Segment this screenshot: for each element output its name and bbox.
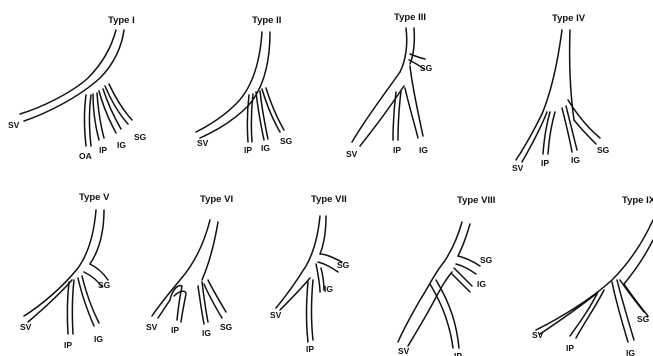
type-3-panel: Type III SG SV IP IG — [346, 12, 433, 159]
type-6-sv-inner-wall — [158, 300, 170, 318]
type-7-ig-label: IG — [324, 284, 333, 294]
type-1-sg-label: SG — [134, 132, 147, 142]
type-5-panel: Type V SG SV IP IG — [20, 192, 111, 350]
type-5-sg-label: SG — [98, 280, 111, 290]
type-9-trunk-wall — [536, 220, 653, 330]
type-7-trunk-wall — [276, 216, 320, 308]
type-5-sv-inner-wall — [28, 280, 72, 322]
type-9-panel: Type IX SV IP IG SG — [532, 195, 653, 356]
type-5-ip-label: IP — [64, 340, 72, 350]
type-9-ip-label: IP — [566, 343, 574, 353]
type-4-ig-branch — [566, 106, 577, 150]
type-4-sv-label: SV — [512, 163, 524, 173]
type-8-crossing-vessel — [398, 262, 444, 342]
type-6-trunk-wall — [152, 220, 210, 316]
type-9-title: Type IX — [622, 195, 653, 206]
type-7-ip-label: IP — [306, 344, 314, 354]
type-5-ip-branch — [67, 282, 69, 334]
type-2-sg-label: SG — [280, 136, 293, 146]
type-1-oa-label: OA — [79, 151, 92, 161]
type-8-ig-branch — [454, 268, 472, 286]
type-6-title: Type VI — [200, 194, 233, 205]
type-8-title: Type VIII — [457, 195, 495, 206]
type-1-panel: Type I SV OA IP IG SG — [8, 15, 147, 161]
type-1-oa-branch — [85, 95, 87, 146]
type-1-ig-branch — [103, 89, 121, 129]
type-3-ig-branch — [410, 66, 423, 136]
type-2-ip-branch — [251, 94, 253, 142]
type-2-panel: Type II SV IP IG SG — [196, 15, 293, 155]
type-6-ig-label: IG — [202, 328, 211, 338]
type-8-sv-label: SV — [398, 346, 410, 356]
type-4-title: Type IV — [552, 13, 586, 24]
type-5-ig-label: IG — [94, 334, 103, 344]
type-7-panel: Type VII SG IG SV IP — [270, 194, 350, 354]
type-1-oa-branch — [90, 95, 92, 146]
type-8-ip-branch — [430, 284, 453, 348]
type-9-sv-inner-wall — [540, 294, 596, 334]
type-9-sg-label: SG — [637, 314, 650, 324]
type-3-ip-label: IP — [393, 145, 401, 155]
type-5-sv-label: SV — [20, 322, 32, 332]
type-3-sv-label: SV — [346, 149, 358, 159]
type-4-panel: Type IV SV IP IG SG — [512, 13, 610, 173]
type-7-sv-label: SV — [270, 310, 282, 320]
type-8-sg-branch — [458, 256, 480, 266]
type-8-ig-label: IG — [477, 279, 486, 289]
type-8-ip-label: IP — [454, 351, 462, 356]
type-3-ig-label: IG — [419, 145, 428, 155]
type-3-sg-label: SG — [420, 63, 433, 73]
type-7-sg-label: SG — [337, 260, 350, 270]
type-3-ip-branch — [398, 91, 401, 140]
type-5-title: Type V — [79, 192, 110, 203]
type-6-sg-branch — [208, 280, 226, 312]
type-6-sg-label: SG — [220, 322, 233, 332]
type-9-sv-label: SV — [532, 330, 544, 340]
type-3-title: Type III — [394, 12, 426, 23]
type-4-ig-branch — [562, 108, 572, 152]
type-3-trunk-wall — [410, 28, 414, 64]
type-2-title: Type II — [252, 15, 281, 26]
type-5-ig-branch — [78, 278, 94, 326]
type-2-ig-branch — [260, 91, 268, 139]
type-2-ig-label: IG — [261, 143, 270, 153]
type-2-ip-branch — [247, 95, 249, 142]
type-3-ig-branch — [405, 88, 418, 138]
type-8-panel: Type VIII SG IG SV IP — [398, 195, 495, 356]
type-1-title: Type I — [108, 15, 135, 26]
type-6-ip-label: IP — [171, 325, 179, 335]
type-8-ig-branch — [452, 274, 470, 292]
type-6-trunk-wall — [202, 222, 218, 280]
type-2-ip-label: IP — [244, 145, 252, 155]
type-4-ip-label: IP — [541, 158, 549, 168]
type-9-ig-label: IG — [626, 348, 635, 356]
type-8-sg-label: SG — [480, 255, 493, 265]
type-1-ip-label: IP — [99, 145, 107, 155]
type-2-sv-label: SV — [197, 138, 209, 148]
type-9-sg-branch — [624, 284, 648, 316]
type-6-panel: Type VI SV IP IG SG — [146, 194, 233, 338]
type-7-ip-branch — [307, 282, 309, 342]
type-3-trunk-wall — [400, 28, 407, 72]
type-7-ip-branch — [312, 280, 314, 340]
type-7-title: Type VII — [311, 194, 347, 205]
type-5-trunk-wall — [24, 210, 96, 316]
type-7-ig-branch — [316, 264, 320, 292]
type-1-ig-label: IG — [117, 140, 126, 150]
type-9-ip-branch — [570, 292, 598, 336]
type-3-ip-branch — [393, 92, 396, 140]
type-4-sv-branch — [516, 114, 542, 160]
type-1-ip-branch — [97, 93, 104, 138]
type-1-sv-label: SV — [8, 120, 20, 130]
type-6-sv-label: SV — [146, 322, 158, 332]
type-4-sg-label: SG — [597, 145, 610, 155]
type-7-trunk-wall — [320, 216, 326, 254]
type-5-ip-branch — [72, 280, 74, 334]
type-4-trunk-wall — [542, 30, 562, 114]
type-4-ig-label: IG — [571, 155, 580, 165]
type-2-sv-wall — [200, 32, 270, 138]
